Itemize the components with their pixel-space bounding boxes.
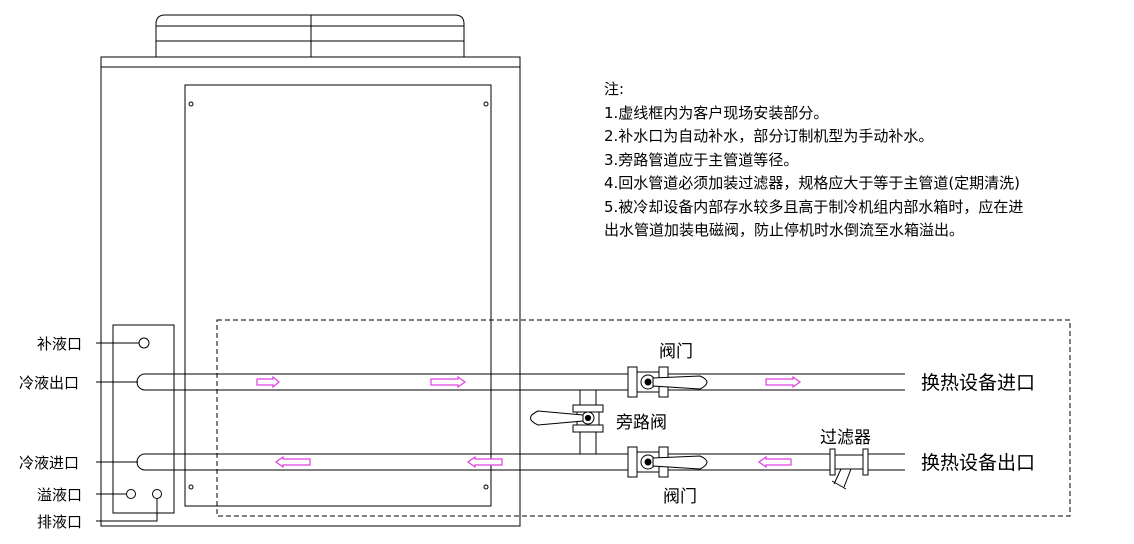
note-item: 1.虚线框内为客户现场安装部分。	[604, 103, 829, 122]
label-refill-port: 补液口	[37, 335, 82, 353]
overflow-port	[126, 489, 136, 499]
note-item: 出水管道加装电磁阀，防止停机时水倒流至水箱溢出。	[604, 221, 965, 239]
note-item: 4.回水管道必须加装过滤器，规格应大于等于主管道(定期清洗)	[604, 174, 1021, 192]
flow-arrows-in	[274, 455, 792, 469]
inlet-pipe	[136, 453, 905, 471]
label-hx-inlet: 换热设备进口	[921, 372, 1035, 394]
unit-panel	[184, 84, 492, 507]
flow-arrows-out	[256, 375, 802, 389]
drain-port	[152, 489, 162, 499]
unit-top-fins	[155, 14, 465, 57]
chiller-unit	[100, 56, 521, 527]
note-item: 5.被冷却设备内部存水较多且高于制冷机组内部水箱时，应在进	[604, 197, 1024, 216]
customer-install-boundary	[216, 319, 1071, 517]
label-coolant-outlet: 冷液出口	[19, 374, 79, 392]
refill-port	[138, 337, 150, 349]
label-hx-outlet: 换热设备出口	[921, 452, 1035, 474]
notes-block: 注: 1.虚线框内为客户现场安装部分。 2.补水口为自动补水，部分订制机型为手动…	[604, 78, 1023, 243]
label-overflow-port: 溢液口	[37, 486, 82, 504]
valve-top	[627, 366, 708, 398]
bypass-pipe	[579, 390, 597, 454]
notes-heading: 注:	[604, 80, 625, 98]
valve-bottom	[627, 446, 708, 478]
label-filter: 过滤器	[820, 428, 871, 448]
y-strainer	[829, 448, 869, 490]
label-coolant-inlet: 冷液进口	[19, 454, 79, 472]
port-markers	[96, 337, 162, 522]
note-item: 3.旁路管道应于主管道等径。	[604, 150, 799, 169]
label-valve-top: 阀门	[659, 342, 693, 362]
label-bypass-valve: 旁路阀	[616, 413, 667, 433]
label-valve-bottom: 阀门	[663, 487, 697, 507]
outlet-pipe	[136, 373, 905, 391]
bypass-valve	[530, 404, 604, 433]
label-drain-port: 排液口	[37, 513, 82, 531]
port-panel	[112, 324, 175, 514]
note-item: 2.补水口为自动补水，部分订制机型为手动补水。	[604, 127, 934, 145]
